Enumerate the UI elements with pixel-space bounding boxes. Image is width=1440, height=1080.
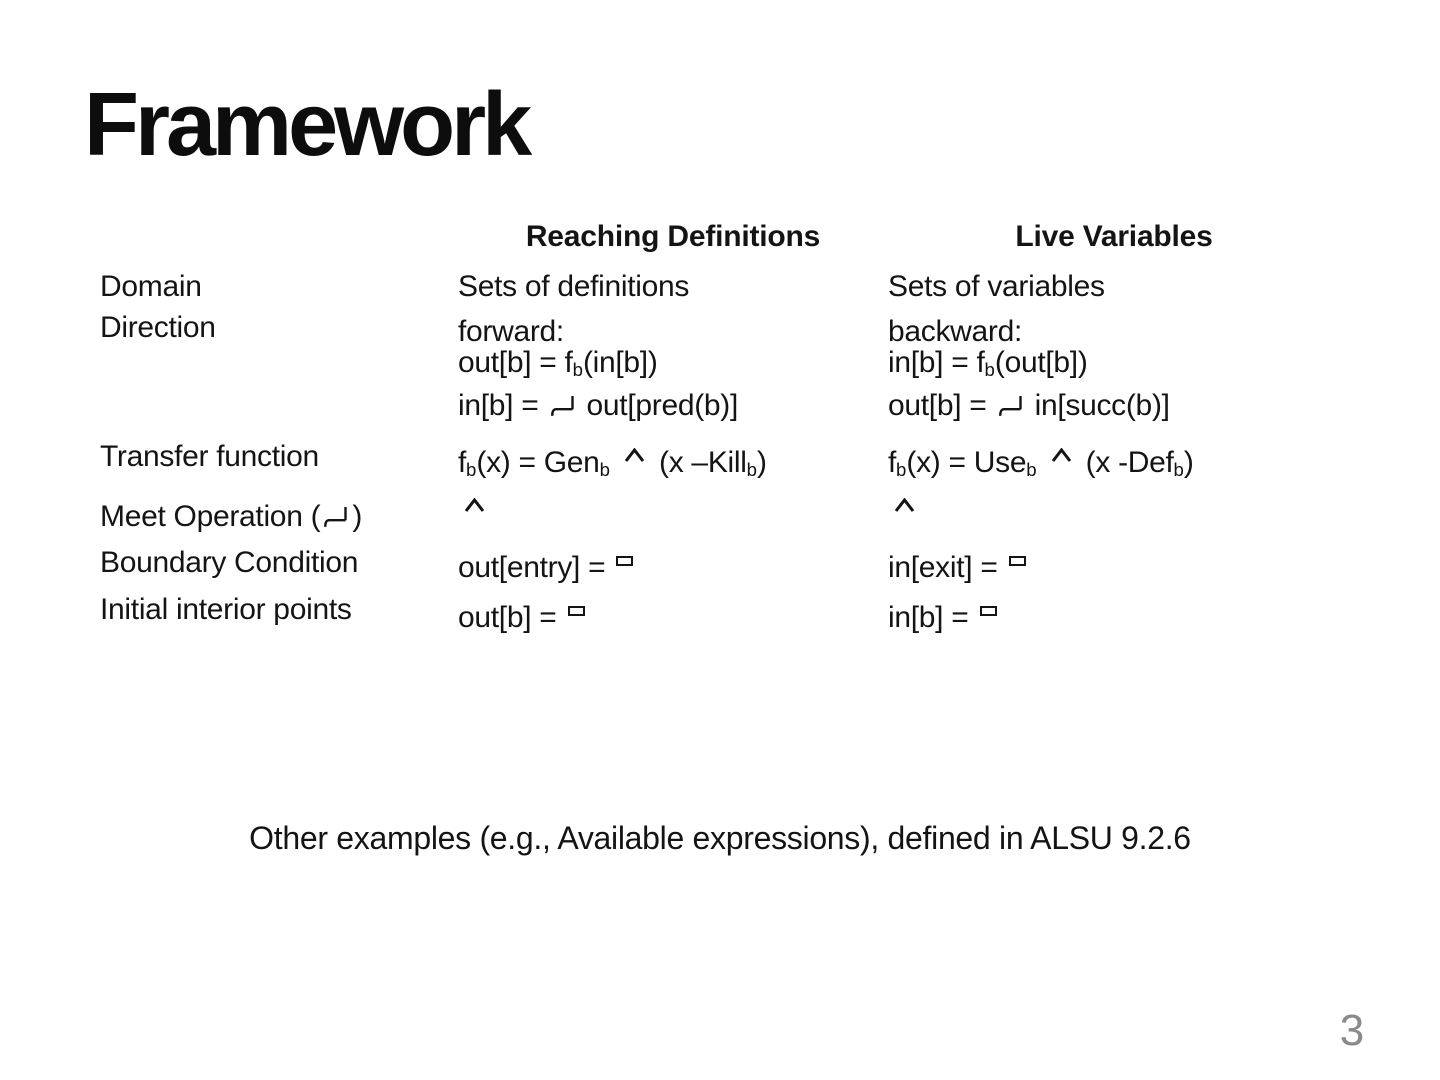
table-header-row: Reaching Definitions Live Variables bbox=[100, 220, 1350, 272]
subscript: b bbox=[466, 459, 477, 481]
table-row-initial-interior-points: Initial interior points out[b] = in[b] = bbox=[100, 593, 1350, 634]
row-label-meet-operation: Meet Operation () bbox=[100, 500, 363, 533]
cell-transfer-reaching-definitions: fb(x) = Genb (x –Killb) bbox=[458, 446, 767, 481]
cell-meet-reaching-definitions bbox=[458, 498, 888, 529]
table-row-transfer-function: Transfer function fb(x) = Genb (x –Killb… bbox=[100, 440, 1350, 498]
slide-title: Framework bbox=[84, 75, 532, 175]
union-symbol bbox=[998, 393, 1024, 417]
empty-symbol bbox=[616, 556, 634, 566]
direction-forward-meet-formula: in[b] = out[pred(b)] bbox=[458, 388, 739, 422]
row-label-initial-interior-points: Initial interior points bbox=[100, 593, 352, 626]
row-label-direction: Direction bbox=[100, 311, 216, 344]
union-symbol bbox=[550, 393, 576, 417]
cell-boundary-reaching-definitions: out[entry] = bbox=[458, 548, 888, 584]
column-header-live-variables: Live Variables bbox=[1015, 220, 1213, 253]
cell-domain-live-variables: Sets of variables bbox=[888, 270, 1105, 303]
row-label-domain: Domain bbox=[100, 270, 202, 303]
empty-symbol bbox=[979, 606, 997, 616]
direction-backward-line: backward: bbox=[888, 315, 1023, 348]
subscript: b bbox=[984, 358, 995, 380]
table-row-domain: Domain Sets of definitions Sets of varia… bbox=[100, 270, 1350, 313]
cell-transfer-live-variables: fb(x) = Useb (x -Defb) bbox=[888, 446, 1194, 481]
row-label-transfer-function: Transfer function bbox=[100, 440, 319, 473]
table-row-meet-operation: Meet Operation () bbox=[100, 498, 1350, 548]
union-symbol bbox=[323, 504, 349, 528]
subscript: b bbox=[896, 459, 907, 481]
subscript: b bbox=[746, 459, 757, 481]
cell-direction-live-variables: backward: in[b] = fb(out[b]) out[b] = in… bbox=[888, 313, 1340, 422]
dataflow-framework-table: Reaching Definitions Live Variables Doma… bbox=[100, 220, 1350, 634]
cell-boundary-live-variables: in[exit] = bbox=[888, 548, 1340, 584]
row-label-boundary-condition: Boundary Condition bbox=[100, 546, 359, 579]
page-number: 3 bbox=[1339, 1006, 1365, 1055]
footer-note: Other examples (e.g., Available expressi… bbox=[249, 820, 1191, 856]
cell-meet-live-variables bbox=[888, 498, 1340, 529]
empty-symbol bbox=[1008, 556, 1026, 566]
subscript: b bbox=[1026, 459, 1037, 481]
meet-symbol bbox=[464, 498, 485, 512]
direction-forward-line: forward: bbox=[458, 315, 564, 348]
subscript: b bbox=[1173, 459, 1184, 481]
meet-symbol bbox=[1051, 448, 1072, 462]
direction-backward-meet-formula: out[b] = in[succ(b)] bbox=[888, 388, 1170, 422]
cell-domain-reaching-definitions: Sets of definitions bbox=[458, 270, 690, 303]
table-row-boundary-condition: Boundary Condition out[entry] = in[exit]… bbox=[100, 546, 1350, 595]
cell-initial-reaching-definitions: out[b] = bbox=[458, 595, 888, 634]
direction-backward-formula: in[b] = fb(out[b]) bbox=[888, 345, 1088, 380]
empty-symbol bbox=[567, 606, 585, 616]
meet-symbol bbox=[894, 498, 915, 512]
subscript: b bbox=[599, 459, 610, 481]
cell-direction-reaching-definitions: forward: out[b] = fb(in[b]) in[b] = out[… bbox=[458, 313, 888, 422]
table-row-direction: Direction forward: out[b] = fb(in[b]) in… bbox=[100, 311, 1350, 442]
subscript: b bbox=[572, 358, 583, 380]
direction-forward-formula: out[b] = fb(in[b]) bbox=[458, 345, 658, 380]
meet-symbol bbox=[624, 448, 645, 462]
cell-initial-live-variables: in[b] = bbox=[888, 595, 1340, 634]
column-header-reaching-definitions: Reaching Definitions bbox=[525, 220, 821, 253]
